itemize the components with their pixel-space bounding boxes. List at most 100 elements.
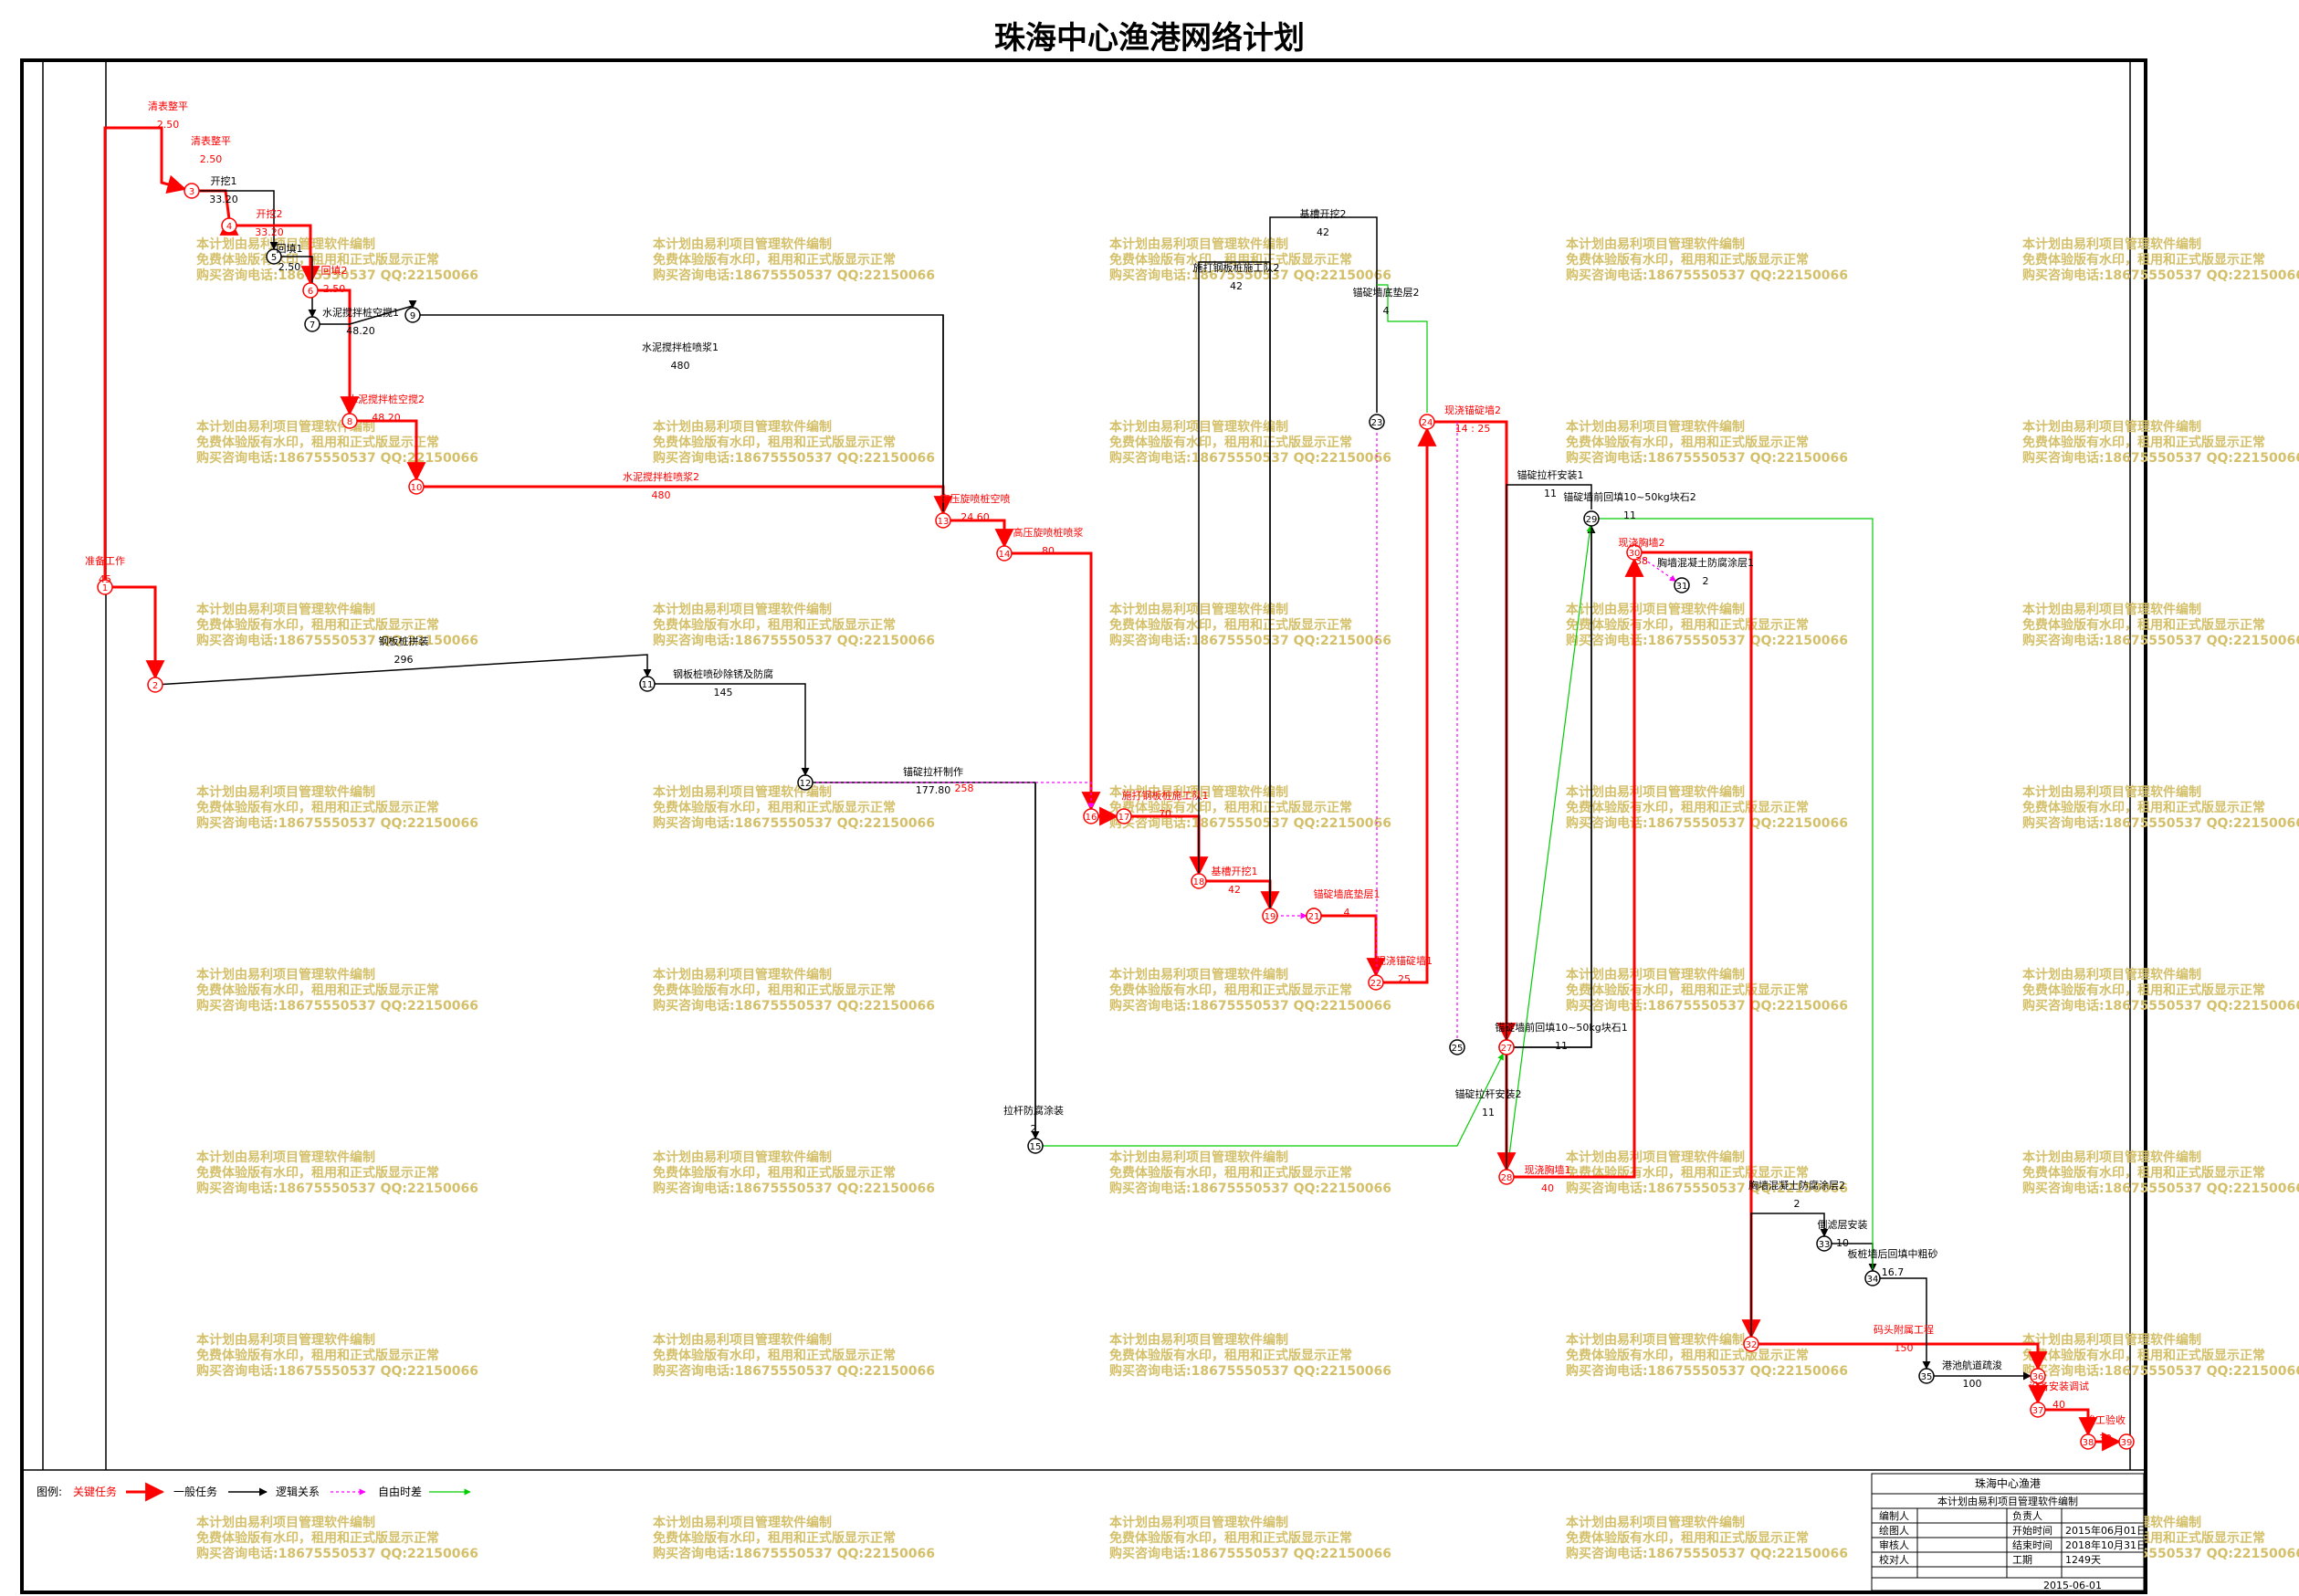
watermark-text: 本计划由易利项目管理软件编制 [196,1150,375,1165]
node-label-3: 3 [189,187,194,197]
node-label-30: 30 [1629,549,1641,559]
node-16 [1083,808,1099,824]
watermark-text: 购买咨询电话:18675550537 QQ:22150066 [1109,815,1391,831]
node-label-6: 6 [308,287,313,297]
task-name: 258 [955,782,974,794]
task-name: 清表整平 [148,100,188,112]
task-duration: 480 [671,360,690,372]
task-duration: 4 [1344,907,1350,919]
task-duration: 14 : 25 [1455,423,1491,435]
edge-32-33 [1750,1213,1829,1344]
task-duration: 296 [394,654,414,666]
watermark-text: 购买咨询电话:18675550537 QQ:22150066 [1566,998,1848,1013]
watermark-text: 购买咨询电话:18675550537 QQ:22150066 [1109,633,1391,648]
task-name: 水泥搅拌桩喷浆1 [642,341,719,353]
task-name: 回填2 [321,264,348,277]
task-name: 锚碇拉杆安装2 [1455,1087,1522,1100]
task-duration: 33.20 [209,194,238,205]
task-name: 拉杆防腐涂装 [1003,1104,1064,1117]
watermark-text: 本计划由易利项目管理软件编制 [653,967,832,982]
watermark-text: 购买咨询电话:18675550537 QQ:22150066 [2022,633,2299,648]
task-duration: 42 [1230,280,1243,292]
node-label-1: 1 [102,583,108,593]
watermark-text: 本计划由易利项目管理软件编制 [196,784,375,800]
tb-value-3: 1249天 [2065,1554,2101,1566]
task-duration: 10 [1836,1237,1849,1249]
watermark-text: 购买咨询电话:18675550537 QQ:22150066 [1566,1363,1848,1379]
node-label-11: 11 [642,680,654,690]
watermark-text: 免费体验版有水印，租用和正式版显示正常 [653,435,896,450]
watermark-text: 本计划由易利项目管理软件编制 [1566,1332,1745,1348]
node-label-10: 10 [411,483,423,493]
watermark-text: 本计划由易利项目管理软件编制 [1109,1150,1288,1165]
watermark-text: 本计划由易利项目管理软件编制 [1109,1515,1288,1530]
watermark-text: 免费体验版有水印，租用和正式版显示正常 [1566,982,1809,998]
watermark-text: 本计划由易利项目管理软件编制 [1566,1515,1745,1530]
node-19 [1262,908,1278,924]
watermark-text: 免费体验版有水印，租用和正式版显示正常 [1109,800,1352,815]
watermark-text: 免费体验版有水印，租用和正式版显示正常 [1566,800,1809,815]
edge-30-32 [1634,551,1761,1339]
watermark-text: 免费体验版有水印，租用和正式版显示正常 [1566,1530,1809,1546]
task-name: 基槽开挖2 [1300,207,1347,220]
legend-critical-label: 关键任务 [73,1485,117,1498]
task-duration: 25 [1398,973,1411,985]
task-duration: 11 [1623,509,1636,521]
task-duration: 4 [1383,305,1390,317]
task-name: 现浇锚碇墙1 [1376,954,1433,967]
task-name: 码头附属工程 [1874,1323,1934,1336]
tb-software: 本计划由易利项目管理软件编制 [1937,1495,2078,1507]
edge-segment [1377,284,1428,413]
task-duration: 40 [2052,1399,2065,1411]
watermark-text: 购买咨询电话:18675550537 QQ:22150066 [196,815,478,831]
node-37 [2030,1402,2046,1418]
node-23 [1369,414,1385,430]
node-label-39: 39 [2121,1438,2133,1448]
watermark-text: 购买咨询电话:18675550537 QQ:22150066 [1109,1546,1391,1561]
task-name: 现浇胸墙1 [1525,1163,1571,1176]
tb-key-1: 开始时间 [2012,1524,2052,1537]
node-label-16: 16 [1086,813,1097,823]
task-name: 钢板桩喷砂除锈及防腐 [673,667,773,680]
task-name: 胸墙混凝土防腐涂层1 [1657,556,1754,569]
tb-project: 珠海中心渔港 [1975,1476,2041,1490]
watermark-text: 本计划由易利项目管理软件编制 [653,784,832,800]
node-label-34: 34 [1867,1275,1879,1285]
edge-28-29 [1506,525,1593,1178]
node-30 [1626,544,1643,561]
node-14 [996,545,1013,562]
task-duration: 42 [1228,884,1241,896]
node-11 [639,676,656,692]
watermark-text: 购买咨询电话:18675550537 QQ:22150066 [1109,450,1391,466]
watermark-layer: 本计划由易利项目管理软件编制免费体验版有水印，租用和正式版显示正常购买咨询电话:… [196,236,2299,1561]
watermark-text: 免费体验版有水印，租用和正式版显示正常 [1566,435,1809,450]
task-duration: 16.7 [1882,1266,1905,1278]
watermark-text: 购买咨询电话:18675550537 QQ:22150066 [653,633,935,648]
edge-6-8 [310,289,360,416]
node-label-9: 9 [410,311,415,321]
watermark-text: 免费体验版有水印，租用和正式版显示正常 [2022,1165,2265,1181]
node-25 [1449,1039,1465,1055]
watermark-text: 购买咨询电话:18675550537 QQ:22150066 [653,998,935,1013]
node-7 [304,316,320,332]
watermark-text: 购买咨询电话:18675550537 QQ:22150066 [196,1546,478,1561]
node-29 [1583,510,1600,527]
tb-value-2: 2018年10月31日 [2065,1538,2147,1551]
node-27 [1498,1039,1515,1055]
watermark-text: 免费体验版有水印，租用和正式版显示正常 [653,1348,896,1363]
watermark-text: 免费体验版有水印，租用和正式版显示正常 [1566,617,1809,633]
watermark-text: 免费体验版有水印，租用和正式版显示正常 [653,1530,896,1546]
node-18 [1191,873,1207,889]
watermark-text: 购买咨询电话:18675550537 QQ:22150066 [196,1181,478,1196]
task-name: 高压旋喷桩喷浆 [1013,526,1084,539]
edge-2-11 [154,654,652,686]
watermark-text: 免费体验版有水印，租用和正式版显示正常 [196,982,439,998]
node-label-27: 27 [1501,1044,1513,1054]
tb-value-1: 2015年06月01日 [2065,1524,2147,1537]
node-2 [147,677,163,693]
edge-28-30 [1506,557,1644,1179]
task-duration: 11 [1544,488,1557,499]
node-label-37: 37 [2032,1406,2044,1416]
task-name: 锚碇墙底垫层1 [1314,887,1380,900]
watermark-text: 购买咨询电话:18675550537 QQ:22150066 [1566,633,1848,648]
